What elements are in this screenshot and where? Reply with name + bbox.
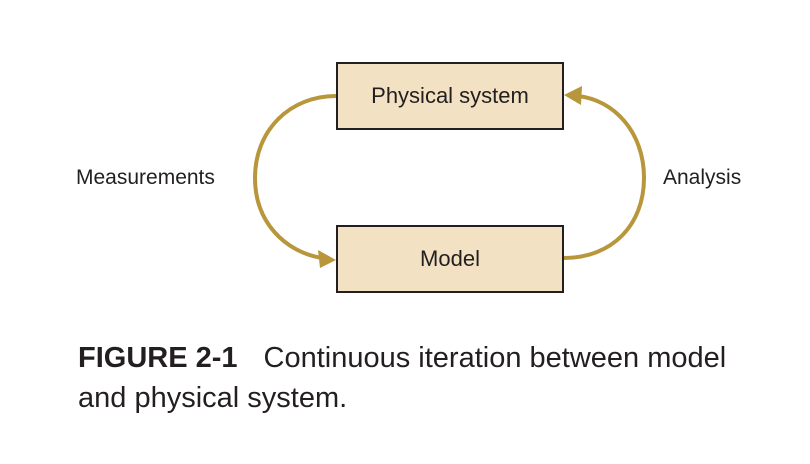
- arrows: [252, 86, 647, 268]
- analysis-arrowhead: [564, 86, 582, 105]
- figure-number: FIGURE 2-1: [78, 342, 238, 374]
- analysis-arrow: [563, 94, 647, 260]
- measurements-arrow: [252, 94, 337, 260]
- analysis-label: Analysis: [663, 166, 742, 189]
- model-label: Model: [420, 246, 480, 271]
- model-box: Model: [336, 225, 564, 293]
- measurements-label: Measurements: [76, 166, 215, 189]
- physical-system-box: Physical system: [336, 62, 564, 130]
- physical-system-label: Physical system: [371, 83, 529, 108]
- measurements-arrowhead: [318, 250, 336, 268]
- diagram: Physical system Model Measurements Analy…: [76, 62, 742, 293]
- caption-text: Continuous iteration between model and p…: [78, 342, 727, 414]
